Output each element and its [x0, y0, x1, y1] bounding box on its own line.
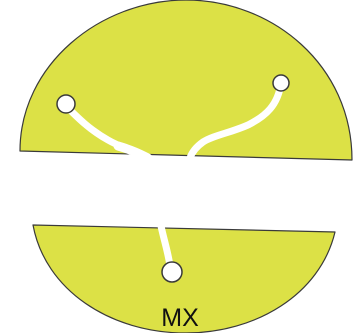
mx-label: MX	[161, 304, 199, 332]
upper-channels	[56, 74, 290, 163]
upper-section	[19, 0, 353, 161]
lower-channels	[157, 222, 183, 283]
lower-channel-node	[161, 261, 183, 283]
center-channel-junction	[113, 141, 153, 163]
left-channel-node	[56, 94, 76, 114]
right-channel-arm	[186, 79, 285, 162]
right-channel-node	[272, 74, 290, 92]
